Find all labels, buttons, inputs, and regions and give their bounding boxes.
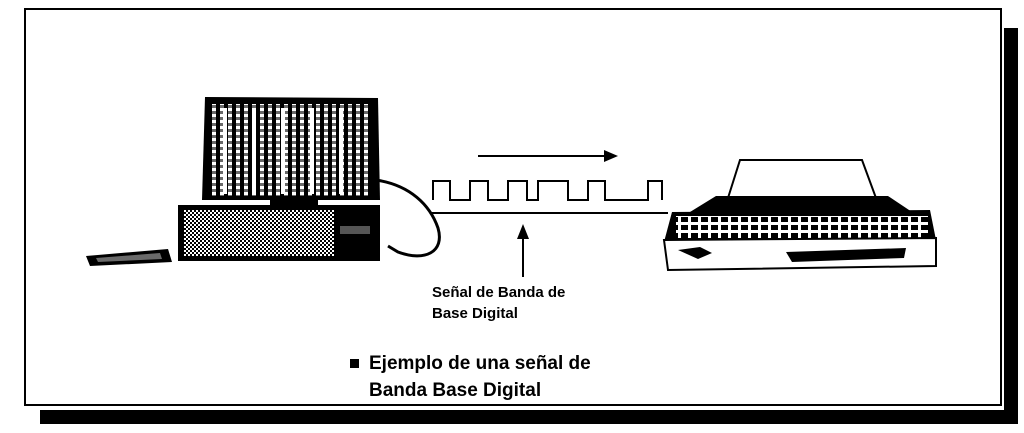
example-caption-line2: Banda Base Digital: [369, 380, 542, 401]
frame-shadow-right: [1004, 28, 1018, 422]
arrow-right-icon: [478, 150, 618, 162]
signal-label-line1: Señal de Banda de: [432, 284, 566, 301]
signal-label: Señal de Banda de Base Digital: [432, 282, 565, 324]
desktop-computer-icon: [86, 97, 380, 266]
bullet-icon: [350, 359, 359, 368]
example-caption: Ejemplo de una señal de Banda Base Digit…: [350, 350, 591, 404]
arrow-up-icon: [517, 224, 529, 277]
frame-shadow-bottom: [40, 410, 1018, 424]
digital-square-wave: [432, 180, 663, 201]
example-caption-line1: Ejemplo de una señal de: [369, 353, 591, 374]
cable: [375, 178, 441, 258]
dot-matrix-printer-icon: [662, 159, 937, 272]
signal-label-line2: Base Digital: [432, 305, 518, 322]
